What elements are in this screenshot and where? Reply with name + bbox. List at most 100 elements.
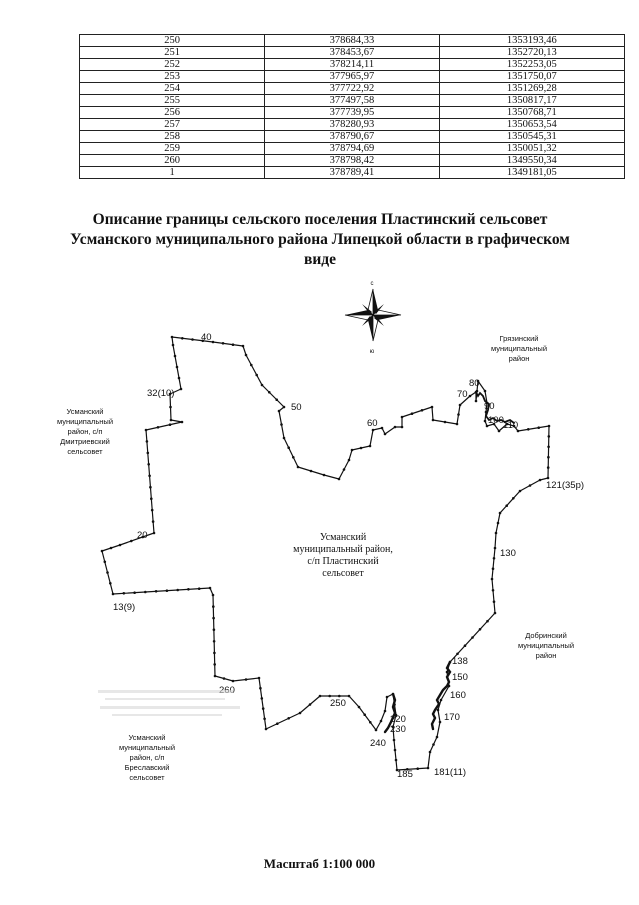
boundary-vertex <box>287 446 291 450</box>
boundary-vertex <box>420 409 424 412</box>
boundary-vertex <box>250 363 253 367</box>
region-line: Бреславский <box>125 763 170 772</box>
title-line-3: виде <box>303 251 337 268</box>
boundary-vertex <box>268 391 271 394</box>
boundary-vertex <box>476 379 480 383</box>
boundary-vertex <box>475 389 479 393</box>
boundary-vertex <box>447 684 451 688</box>
boundary-vertex <box>211 593 215 597</box>
boundary-vertex <box>148 474 151 478</box>
boundary-vertex <box>496 521 500 525</box>
boundary-vertex <box>431 418 435 422</box>
boundary-vertex <box>493 611 497 615</box>
boundary-vertex <box>170 335 174 339</box>
region-line: муниципальный <box>119 743 175 752</box>
region-line: район <box>509 354 530 363</box>
boundary-vertex <box>490 577 494 581</box>
region-line: район, с/п <box>130 753 165 762</box>
boundary-vertex <box>492 557 496 560</box>
boundary-vertex <box>152 531 156 535</box>
region-line: Усманский <box>320 532 367 543</box>
boundary-vertex <box>410 412 414 416</box>
point-label: 90 <box>484 401 495 412</box>
boundary-vertex <box>259 686 262 690</box>
boundary-vertex <box>347 458 351 462</box>
point-label: 121(35р) <box>546 480 584 491</box>
boundary-vertex <box>150 497 153 501</box>
boundary-vertex <box>208 586 212 590</box>
region-line: Добринский <box>525 631 567 640</box>
boundary-vertex <box>537 426 540 430</box>
boundary-vertex <box>175 365 179 369</box>
point-label: 50 <box>291 402 302 413</box>
boundary-vertex <box>280 423 283 426</box>
boundary-vertex <box>149 485 152 489</box>
boundary-vertex <box>393 748 397 752</box>
y-coordinate-cell: 1349181,05 <box>438 166 626 179</box>
boundary-vertex <box>187 588 190 591</box>
boundary-vertex <box>394 758 398 762</box>
boundary-vertex <box>438 720 442 724</box>
boundary-vertex <box>491 567 495 570</box>
boundary-vertex <box>357 705 361 709</box>
boundary-vertex <box>491 589 495 592</box>
boundary-vertex <box>328 694 332 698</box>
boundary-vertex <box>275 398 279 402</box>
boundary-vertex <box>406 768 409 771</box>
boundary-vertex <box>546 466 550 469</box>
boundary-river-segment-2 <box>383 692 397 734</box>
region-line: муниципальный <box>518 641 574 650</box>
boundary-vertex <box>213 674 217 678</box>
boundary-vertex <box>546 476 550 480</box>
boundary-vertex <box>296 465 300 469</box>
compass-south-label: ю <box>370 349 375 355</box>
boundary-vertex <box>169 418 173 422</box>
boundary-vertex <box>518 489 522 493</box>
boundary-vertex <box>191 338 194 341</box>
boundary-vertex <box>173 354 177 358</box>
boundary-vertex <box>177 376 181 380</box>
boundary-vertex <box>308 703 312 706</box>
region-dobrinsky: Добринский муниципальный район <box>518 631 574 660</box>
boundary-vertex <box>471 636 474 639</box>
region-line: Усманский <box>129 733 166 742</box>
boundary-vertex <box>241 344 245 348</box>
boundary-vertex <box>392 738 396 742</box>
boundary-vertex <box>430 405 434 409</box>
region-breslavsky: Усманский муниципальный район, с/п Бресл… <box>119 733 175 782</box>
boundary-vertex <box>318 694 322 698</box>
boundary-vertex <box>179 387 183 391</box>
boundary-vertex <box>106 571 109 574</box>
boundary-vertex <box>484 410 488 414</box>
boundary-vertex <box>527 428 530 431</box>
boundary-vertex <box>505 422 509 426</box>
region-line: район <box>536 651 557 660</box>
boundary-vertex <box>133 591 136 594</box>
point-label: 110 <box>503 420 518 431</box>
boundary-vertex <box>181 337 184 340</box>
point-label: 220 <box>390 714 406 725</box>
boundary-vertex <box>448 660 452 664</box>
boundary-vertex <box>505 504 509 508</box>
boundary-vertex <box>257 676 261 680</box>
boundary-vertex <box>156 426 160 429</box>
boundary-vertex <box>337 477 341 481</box>
boundary-vertex <box>282 436 286 440</box>
boundary-vertex <box>231 343 235 347</box>
boundary-vertex <box>416 767 420 770</box>
boundary-vertex <box>443 420 447 424</box>
boundary-vertex <box>213 663 216 666</box>
boundary-vertex <box>201 339 205 343</box>
boundary-vertex <box>547 445 550 449</box>
point-label: 240 <box>370 738 386 749</box>
boundary-vertex <box>130 539 133 543</box>
boundary-vertex <box>483 389 487 393</box>
boundary-vertex <box>485 401 489 405</box>
region-line: муниципальный район, <box>293 544 393 555</box>
boundary-vertex <box>212 640 216 643</box>
region-line: муниципальный <box>491 344 547 353</box>
